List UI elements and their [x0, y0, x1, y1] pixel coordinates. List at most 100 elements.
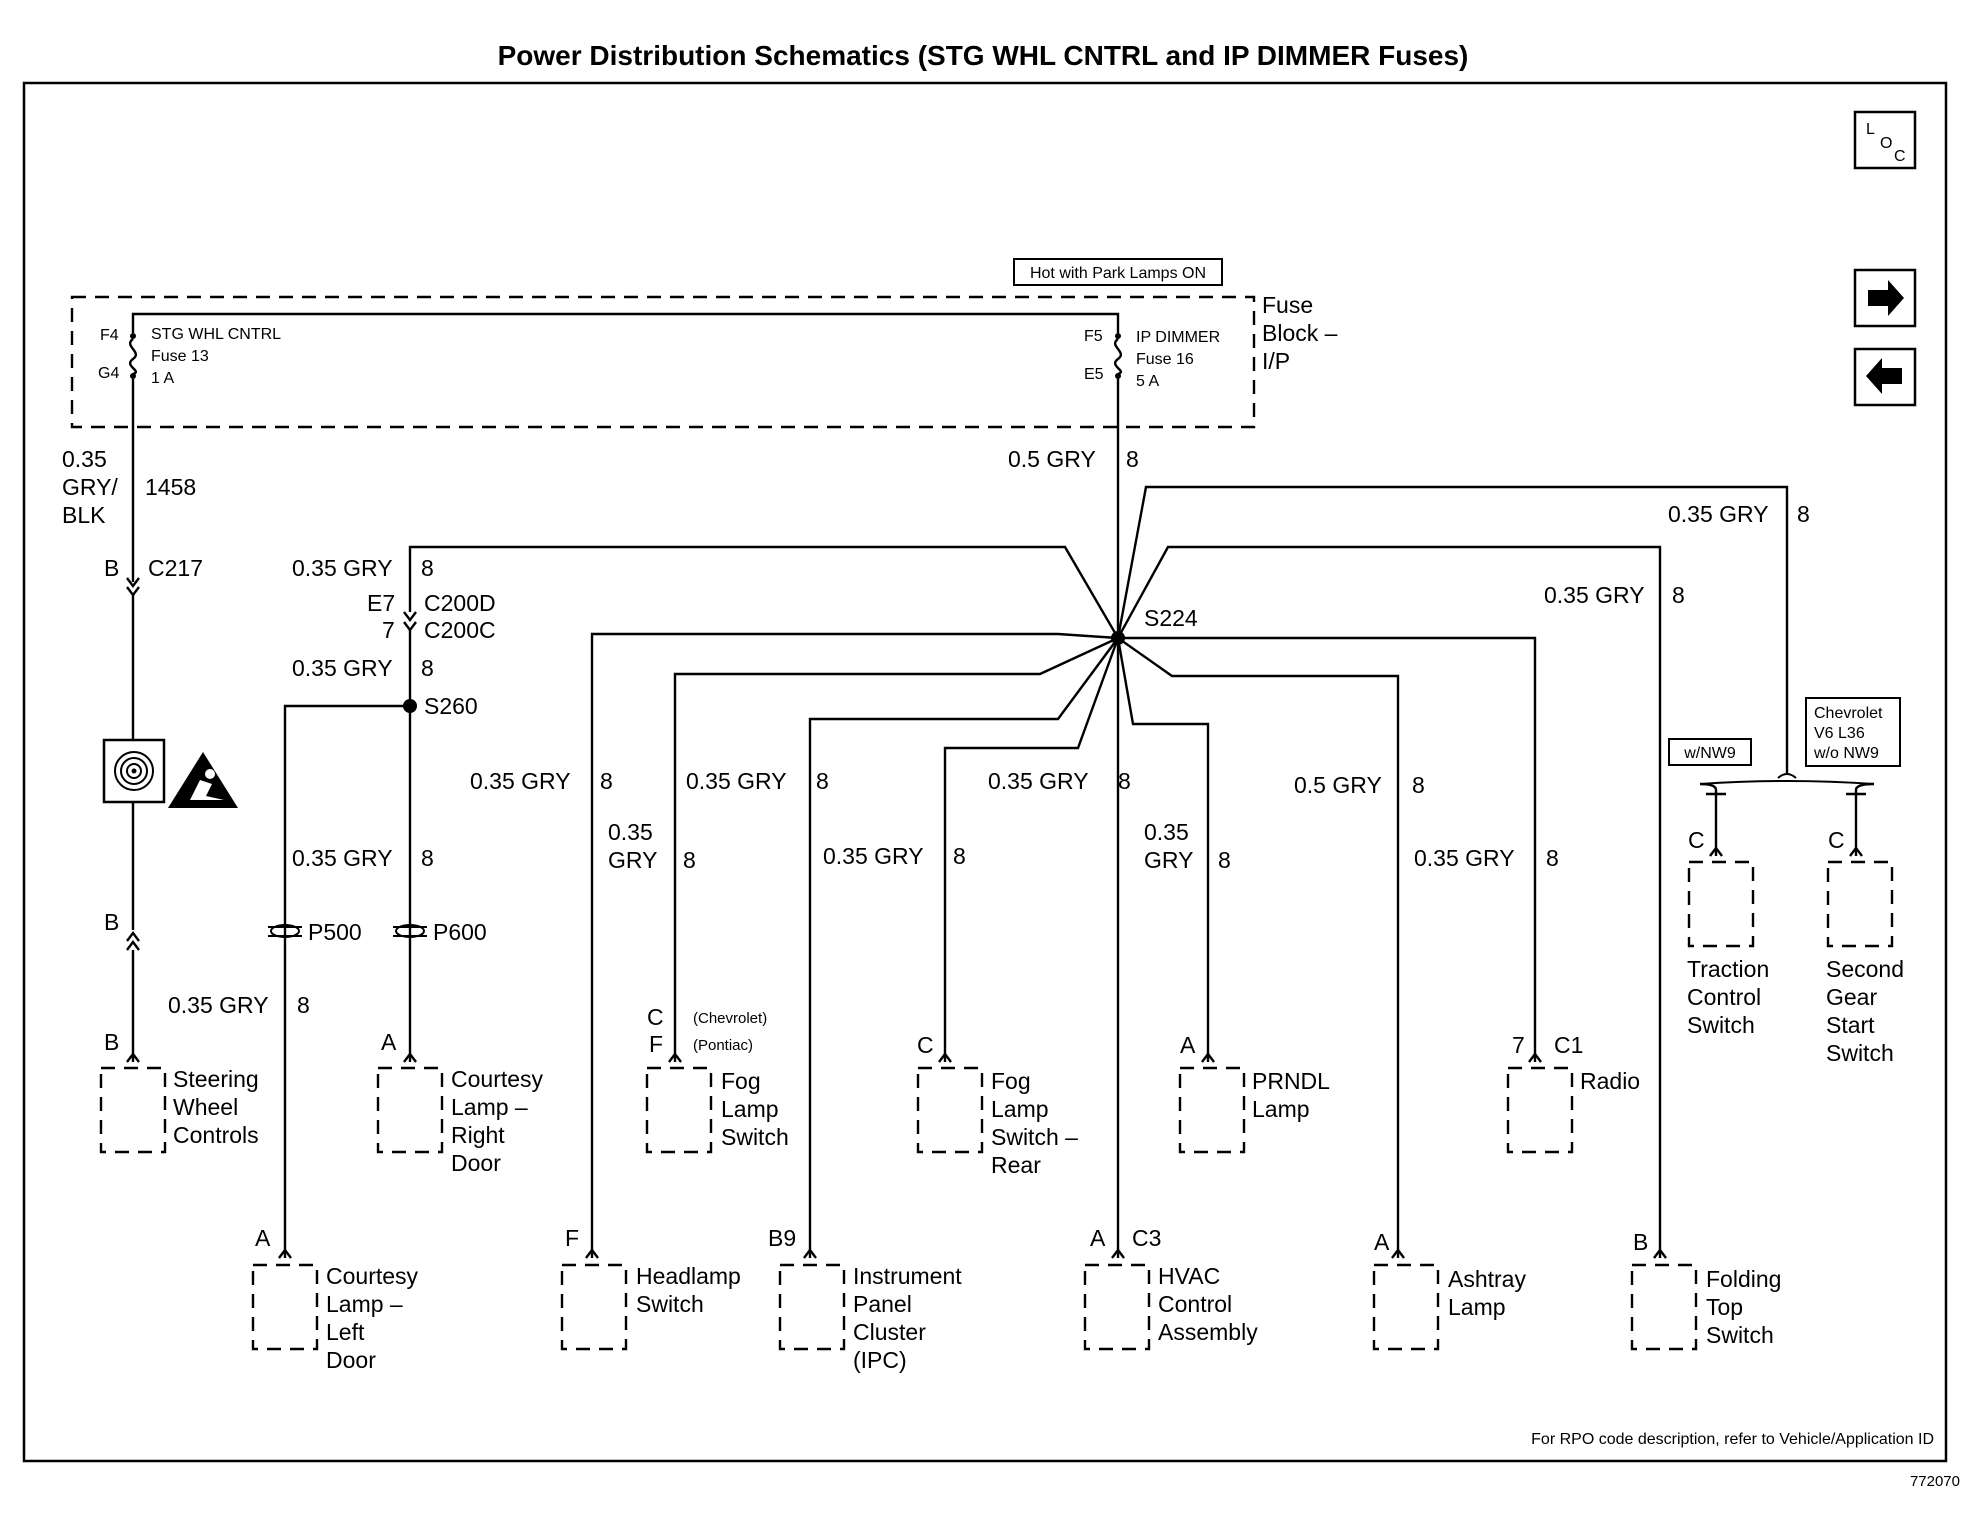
courtesy-left-label-3: Left [326, 1319, 365, 1345]
folding-label-1: Folding [1706, 1266, 1781, 1292]
hvac-pin: A [1090, 1225, 1106, 1251]
p600-label: P600 [433, 919, 487, 945]
option-chevrolet-line2: V6 L36 [1814, 725, 1865, 742]
component-ashtray-lamp[interactable]: A Ashtray Lamp [1372, 1229, 1526, 1351]
component-instrument-panel-cluster[interactable]: B9 Instrument Panel Cluster (IPC) [768, 1225, 962, 1373]
component-hvac-control-assembly[interactable]: A C3 HVAC Control Assembly [1083, 1225, 1258, 1351]
left-door-wire-circuit: 8 [421, 845, 434, 871]
document-id: 772070 [1910, 1473, 1960, 1490]
c200c-name: C200C [424, 617, 496, 643]
fog-switch-label-2: Lamp [721, 1096, 779, 1122]
component-second-gear-start-switch[interactable]: C Second Gear Start Switch [1826, 827, 1904, 1066]
wire-folding-top [1116, 545, 1662, 1258]
fog-rear-wire-circuit: 8 [1118, 768, 1131, 794]
courtesy-right-label-3: Right [451, 1122, 505, 1148]
ashtray-wire-circuit: 8 [1412, 772, 1425, 798]
steering-label-1: Steering [173, 1066, 259, 1092]
wire-fog-rear [943, 637, 1120, 1062]
c217-pin: B [104, 555, 119, 581]
connector-clockspring-lower: B [104, 909, 140, 951]
fuse-block-label-3: I/P [1262, 348, 1290, 374]
fuse-block-label-1: Fuse [1262, 292, 1313, 318]
wire-s260-to-left-door [283, 704, 410, 1258]
s260-wire-circuit: 8 [421, 655, 434, 681]
courtesy-left-label-4: Door [326, 1347, 376, 1373]
component-folding-top-switch[interactable]: B Folding Top Switch [1630, 1229, 1781, 1351]
fog-rear-label-2: Lamp [991, 1096, 1049, 1122]
fog-rear-wire-label: 0.35 GRY [988, 768, 1089, 794]
hvac-label-2: Control [1158, 1291, 1232, 1317]
fog-switch-pin-pontiac: F [649, 1031, 663, 1057]
fog-switch-label-3: Switch [721, 1124, 789, 1150]
folding-wire-circuit: 8 [1672, 582, 1685, 608]
fog-wire-circuit-2: 8 [683, 847, 696, 873]
fuse-right-rating: 5 A [1136, 373, 1159, 390]
hvac-connector: C3 [1132, 1225, 1161, 1251]
steering-label-3: Controls [173, 1122, 259, 1148]
folding-label-3: Switch [1706, 1322, 1774, 1348]
ashtray-pin: A [1374, 1229, 1390, 1255]
p500-label: P500 [308, 919, 362, 945]
headlamp-wire-label: 0.35 GRY [470, 768, 571, 794]
fuse-left-pin-bottom: G4 [98, 365, 119, 382]
component-fog-lamp-switch[interactable]: C F (Chevrolet) (Pontiac) Fog Lamp Switc… [645, 1004, 789, 1154]
component-headlamp-switch[interactable]: F Headlamp Switch [560, 1225, 741, 1351]
component-prndl-lamp[interactable]: A PRNDL Lamp [1178, 1032, 1330, 1154]
fog-wire-circuit: 8 [816, 768, 829, 794]
fuse-left-number: Fuse 13 [151, 348, 209, 365]
option-w-nw9-box: w/NW9 [1668, 738, 1752, 766]
folding-label-2: Top [1706, 1294, 1743, 1320]
component-courtesy-lamp-right-door[interactable]: A Courtesy Lamp – Right Door [376, 1029, 544, 1176]
c200d-name: C200D [424, 590, 496, 616]
fog-wire-color-2: GRY [608, 847, 657, 873]
connector-p600: P600 [393, 919, 487, 945]
connector-c217: B C217 [104, 555, 203, 597]
option-second-gear-lead [1846, 782, 1875, 856]
option-wire-label: 0.35 GRY [1668, 501, 1769, 527]
ipc-wire-label: 0.35 GRY [823, 843, 924, 869]
steering-label-2: Wheel [173, 1094, 238, 1120]
traction-label-1: Traction [1687, 956, 1769, 982]
s260-wire-label: 0.35 GRY [292, 655, 393, 681]
fuse-right-name: IP DIMMER [1136, 329, 1220, 346]
main-wire-label: 0.5 GRY [1008, 446, 1096, 472]
prndl-wire-color: GRY [1144, 847, 1193, 873]
component-fog-lamp-switch-rear[interactable]: C Fog Lamp Switch – Rear [916, 1032, 1078, 1178]
option-wire-circuit: 8 [1797, 501, 1810, 527]
fog-rear-pin: C [917, 1032, 934, 1058]
c217-name: C217 [148, 555, 203, 581]
loc-icon[interactable]: L O C [1853, 110, 1917, 170]
airbag-warning-icon [168, 752, 238, 808]
component-traction-control-switch[interactable]: C Traction Control Switch [1687, 827, 1769, 1038]
courtesy-left-label-2: Lamp – [326, 1291, 403, 1317]
wire-headlamp [590, 632, 1119, 1258]
component-steering-wheel-controls[interactable]: B Steering Wheel Controls [99, 1029, 259, 1154]
ashtray-label-2: Lamp [1448, 1294, 1506, 1320]
radio-pin: 7 [1512, 1032, 1525, 1058]
c200d-pin: E7 [367, 590, 395, 616]
fog-switch-note-chevrolet: (Chevrolet) [693, 1010, 767, 1027]
fog-rear-label-1: Fog [991, 1068, 1031, 1094]
fog-switch-note-pontiac: (Pontiac) [693, 1037, 753, 1054]
wire-ashtray [1117, 637, 1400, 1258]
diagram-frame [22, 81, 1948, 1463]
ipc-label-1: Instrument [853, 1263, 962, 1289]
option-chevrolet-box: Chevrolet V6 L36 w/o NW9 [1805, 697, 1901, 767]
fuse-right-pin-bottom: E5 [1084, 366, 1104, 383]
fuse-right-number: Fuse 16 [1136, 351, 1194, 368]
fog-switch-label-1: Fog [721, 1068, 761, 1094]
connector-c200: E7 C200D 7 C200C [367, 590, 496, 643]
hvac-label-3: Assembly [1158, 1319, 1258, 1345]
left-arrow-icon[interactable] [1853, 347, 1917, 407]
folding-pin: B [1633, 1229, 1648, 1255]
fog-wire-gauge-2: 0.35 [608, 819, 653, 845]
fog-wire-label: 0.35 GRY [686, 768, 787, 794]
component-courtesy-lamp-left-door[interactable]: A Courtesy Lamp – Left Door [251, 1225, 419, 1373]
component-radio[interactable]: 7 C1 Radio [1506, 1032, 1640, 1154]
page-title: Power Distribution Schematics (STG WHL C… [498, 40, 1469, 71]
fuse-left-name: STG WHL CNTRL [151, 326, 281, 343]
option-w-nw9-label: w/NW9 [1683, 745, 1736, 762]
second-gear-label-2: Gear [1826, 984, 1877, 1010]
right-arrow-icon[interactable] [1853, 268, 1917, 328]
steering-wire-label: 0.35 GRY [168, 992, 269, 1018]
